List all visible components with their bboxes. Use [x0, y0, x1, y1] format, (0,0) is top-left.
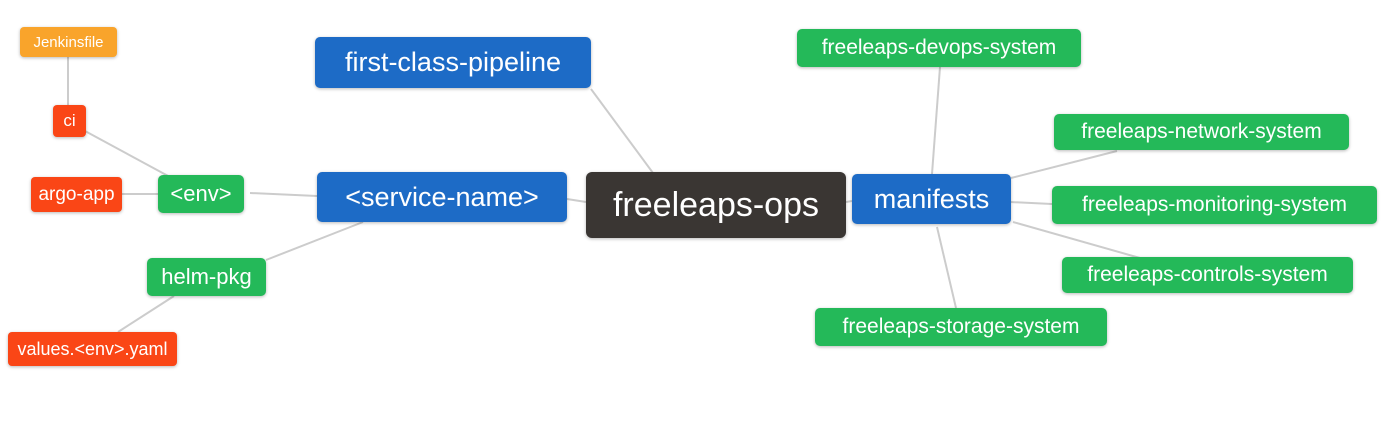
edge-root-pipeline — [590, 88, 654, 174]
node-first-class-pipeline[interactable]: first-class-pipeline — [315, 37, 591, 88]
node-manifests[interactable]: manifests — [852, 174, 1011, 224]
node-helm-pkg[interactable]: helm-pkg — [147, 258, 266, 296]
node-ci[interactable]: ci — [53, 105, 86, 137]
edge-helm-values — [117, 295, 175, 333]
node-freeleaps-network-system[interactable]: freeleaps-network-system — [1054, 114, 1349, 150]
edge-env-ci — [84, 130, 171, 178]
edge-root-manifests — [845, 200, 853, 203]
node-jenkinsfile[interactable]: Jenkinsfile — [20, 27, 117, 57]
edge-manifests-monitoring — [1009, 201, 1053, 205]
node-freeleaps-ops[interactable]: freeleaps-ops — [586, 172, 846, 238]
node-argo-app[interactable]: argo-app — [31, 177, 122, 212]
node-freeleaps-controls-system[interactable]: freeleaps-controls-system — [1062, 257, 1353, 293]
edge-manifests-network — [1010, 150, 1118, 179]
edge-root-service — [566, 198, 587, 203]
edge-service-env — [249, 192, 318, 197]
node-freeleaps-devops-system[interactable]: freeleaps-devops-system — [797, 29, 1081, 67]
node-freeleaps-monitoring-system[interactable]: freeleaps-monitoring-system — [1052, 186, 1377, 224]
edge-manifests-devops — [931, 66, 941, 175]
node-env[interactable]: <env> — [158, 175, 244, 213]
node-service-name[interactable]: <service-name> — [317, 172, 567, 222]
edge-service-helm-pkg — [265, 221, 364, 261]
node-values-env-yaml[interactable]: values.<env>.yaml — [8, 332, 177, 366]
edge-manifests-storage — [936, 226, 957, 309]
edge-manifests-controls — [1012, 221, 1141, 259]
node-freeleaps-storage-system[interactable]: freeleaps-storage-system — [815, 308, 1107, 346]
